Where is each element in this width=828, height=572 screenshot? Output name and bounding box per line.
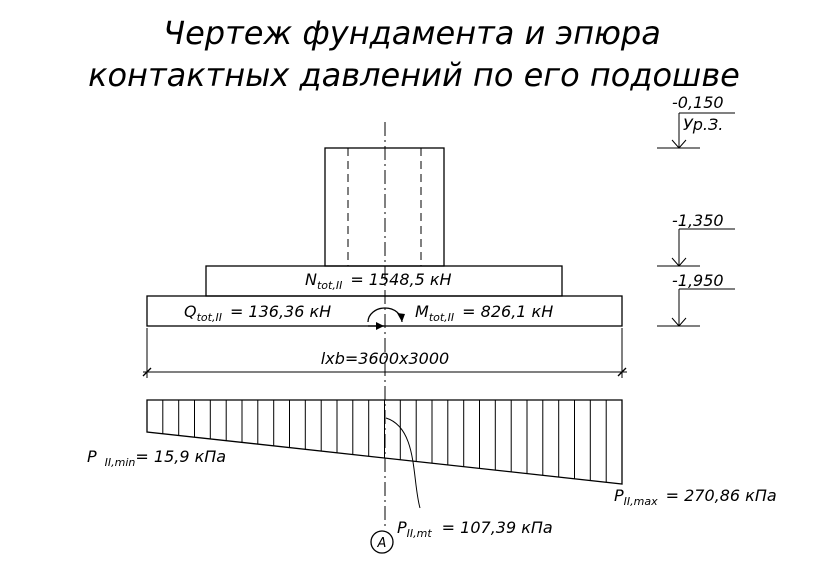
shear-arrow-icon — [368, 322, 384, 330]
level-mark-ground — [657, 112, 735, 149]
level-base-value: -1,950 — [672, 271, 724, 290]
level-mark-base — [657, 288, 735, 327]
pressure-mt-label: PII,mt= 107,39 кПа — [397, 518, 553, 540]
load-n-label: Ntot,II= 1548,5 кН — [305, 270, 452, 292]
dimension-label: lxb=3600x3000 — [321, 349, 449, 368]
axis-bubble-label: А — [377, 536, 387, 551]
pressure-max-label: PII,max= 270,86 кПа — [614, 486, 777, 508]
level-step-value: -1,350 — [672, 211, 724, 230]
dimension-line — [142, 328, 627, 378]
title-line-1: Чертеж фундамента и эпюра — [163, 14, 661, 52]
moment-arrow-icon — [367, 307, 405, 323]
level-ground-label: Ур.З. — [683, 115, 723, 134]
foundation-slab — [146, 295, 623, 327]
title-line-2: контактных давлений по его подошве — [88, 56, 740, 94]
pressure-diagram — [146, 399, 623, 485]
axis-bubble — [370, 530, 394, 554]
load-q-label: Qtot,II= 136,36 кН — [184, 302, 331, 324]
level-ground-value: -0,150 — [672, 93, 724, 112]
pressure-hatching — [162, 400, 607, 483]
pressure-mt-leader — [385, 417, 421, 509]
load-m-label: Mtot,II= 826,1 кН — [415, 302, 553, 324]
level-mark-step — [657, 228, 735, 267]
